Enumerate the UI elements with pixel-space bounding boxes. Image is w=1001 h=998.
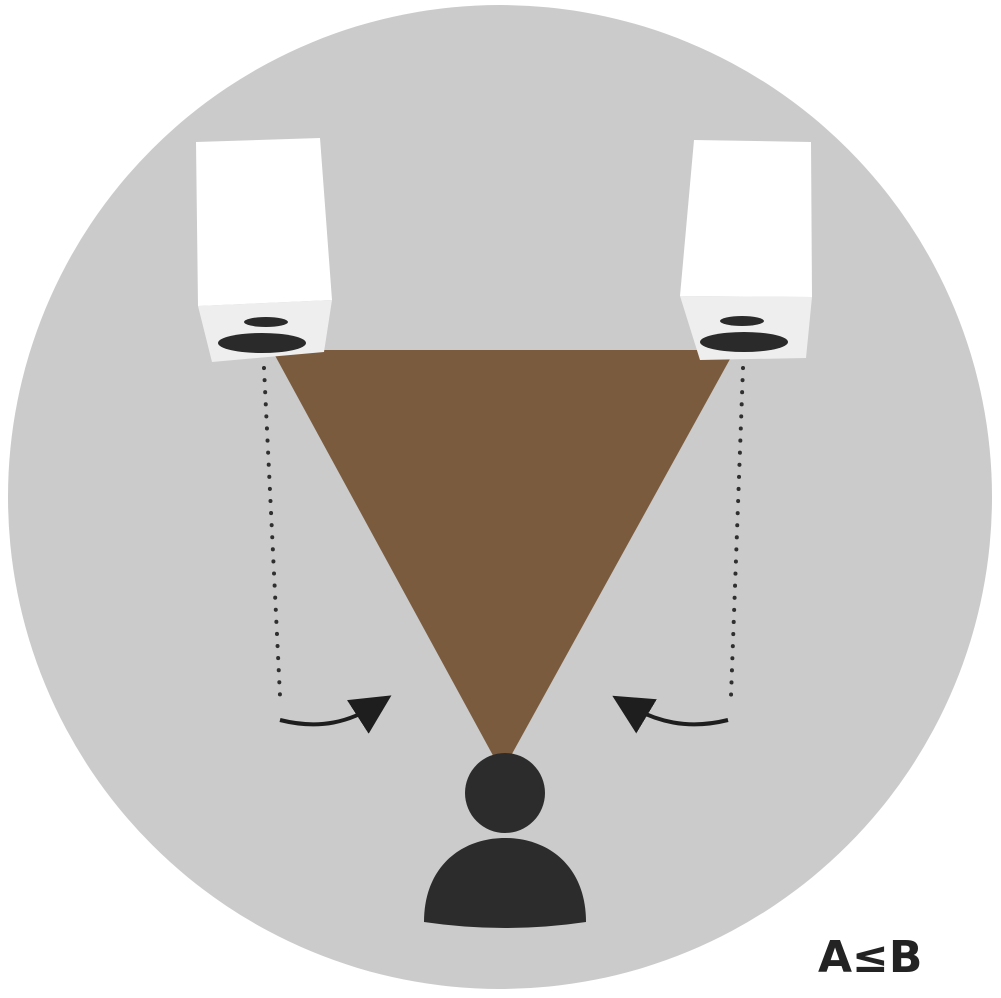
caption-label: A≤B — [818, 932, 923, 983]
arrow-right-inward-icon — [612, 695, 729, 734]
listener-icon — [424, 753, 586, 928]
left-speaker-icon — [196, 138, 332, 362]
listening-triangle — [272, 350, 735, 772]
arrow-left-inward-icon — [279, 695, 392, 734]
right-speaker-icon — [680, 140, 812, 360]
